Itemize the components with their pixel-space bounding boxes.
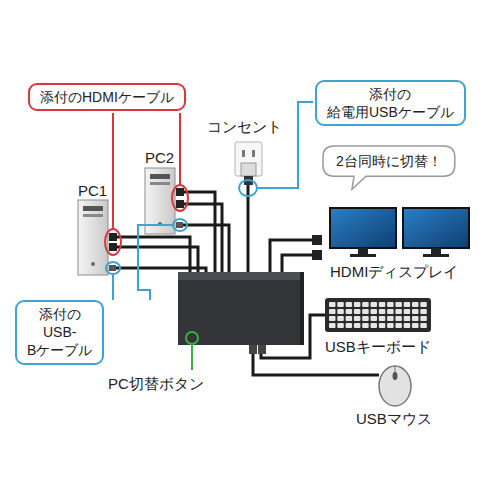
kvm-switch	[178, 272, 304, 345]
pc-tower	[78, 200, 108, 275]
key	[412, 316, 419, 321]
key	[379, 316, 386, 321]
key	[329, 316, 336, 321]
key	[337, 309, 344, 314]
key	[395, 309, 402, 314]
key	[329, 309, 336, 314]
key	[387, 309, 394, 314]
key	[329, 302, 336, 307]
key	[404, 302, 411, 307]
key	[379, 302, 386, 307]
key	[362, 323, 369, 328]
key	[404, 309, 411, 314]
key	[371, 323, 378, 328]
key	[404, 323, 411, 328]
key	[412, 309, 419, 314]
key	[420, 302, 427, 307]
key	[371, 302, 378, 307]
key	[395, 316, 402, 321]
usb-mouse	[379, 366, 411, 406]
usb-keyboard	[325, 298, 431, 332]
key	[346, 323, 353, 328]
key	[337, 316, 344, 321]
power-outlet	[235, 142, 262, 185]
key	[420, 323, 427, 328]
key	[329, 323, 336, 328]
key	[379, 309, 386, 314]
key	[371, 316, 378, 321]
callout-box: 添付の USB-Bケーブル	[15, 300, 104, 365]
key	[346, 302, 353, 307]
key	[362, 309, 369, 314]
device-label: コンセント	[207, 118, 282, 136]
key	[395, 302, 402, 307]
key	[354, 302, 361, 307]
callout-box: 添付の 給電用USBケーブル	[315, 80, 466, 126]
key	[337, 302, 344, 307]
key	[420, 309, 427, 314]
speech-bubble: 2台同時に切替！	[322, 145, 456, 177]
device-label: HDMIディスプレイ	[330, 263, 458, 281]
key	[337, 323, 344, 328]
key	[354, 316, 361, 321]
highlights	[105, 102, 313, 370]
hdmi-display	[330, 208, 469, 257]
callout-text: 2台同時に切替！	[336, 152, 442, 170]
key	[395, 323, 402, 328]
device-label: USBキーボード	[325, 338, 431, 356]
key	[412, 302, 419, 307]
key	[346, 309, 353, 314]
callout-text: 添付のHDMIケーブル	[40, 88, 174, 106]
key	[404, 316, 411, 321]
callout-text: 添付の 給電用USBケーブル	[327, 85, 454, 121]
key	[420, 316, 427, 321]
bubble-shape	[323, 146, 455, 189]
key	[354, 309, 361, 314]
key	[387, 302, 394, 307]
plugs	[109, 188, 322, 354]
device-label: PC1	[78, 182, 107, 200]
key	[379, 323, 386, 328]
device-label: USBマウス	[356, 410, 432, 428]
key	[412, 323, 419, 328]
key	[362, 316, 369, 321]
key	[371, 309, 378, 314]
device-label: PC2	[145, 149, 174, 167]
callout-text: 添付の USB-Bケーブル	[27, 305, 92, 360]
key	[362, 302, 369, 307]
key	[346, 316, 353, 321]
key	[387, 316, 394, 321]
callout-box: 添付のHDMIケーブル	[28, 83, 186, 111]
button-label: PC切替ボタン	[108, 375, 204, 393]
key	[354, 323, 361, 328]
key	[387, 323, 394, 328]
